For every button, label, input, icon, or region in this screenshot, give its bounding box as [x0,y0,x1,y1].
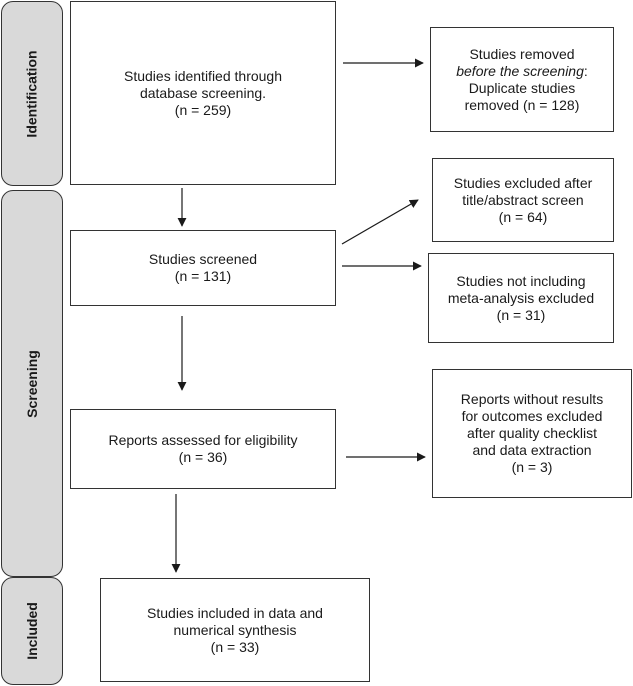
excluded-reports-line-3: after quality checklist [467,425,597,441]
removed-line-1: Studies removed [469,45,575,62]
removed-line-2-colon: : [583,62,588,79]
phase-screening: Screening [1,190,63,577]
screened-line-1: Studies screened [148,251,258,267]
excluded-meta-line-2: meta-analysis excluded [447,289,595,306]
identified-line-1: Studies identified through [124,67,282,84]
included-line-1: Studies included in data and [147,604,323,621]
assessed-count: (n = 36) [178,449,228,465]
excluded-title-abstract-box: Studies excluded after title/abstract sc… [432,158,614,242]
phase-included: Included [1,577,63,685]
excluded-title-line-2: title/abstract screen [462,191,584,208]
removed-before-box: Studies removed before the screening: Du… [430,27,614,132]
removed-line-2-italic: before the screening [456,62,584,79]
identified-box: Studies identified through database scre… [70,1,336,185]
excluded-reports-line-1: Reports without results [460,391,604,407]
screened-count: (n = 131) [174,268,232,284]
assessed-line-1: Reports assessed for eligibility [108,432,298,448]
excluded-reports-count: (n = 3) [511,459,553,475]
included-box: Studies included in data and numerical s… [100,578,370,682]
excluded-meta-count: (n = 31) [496,306,546,323]
included-line-2: numerical synthesis [173,621,297,638]
assessed-box: Reports assessed for eligibility (n = 36… [70,409,336,489]
included-count: (n = 33) [210,638,260,655]
removed-line-3: Duplicate studies [468,79,576,96]
excluded-no-meta-box: Studies not including meta-analysis excl… [428,253,614,343]
phase-identification: Identification [1,1,63,186]
excluded-title-line-1: Studies excluded after [453,174,593,191]
removed-line-2: before the screening: [456,63,588,80]
excluded-reports-line-4: and data extraction [472,442,592,458]
arrow-screened-to-excluded-title [341,199,419,245]
identified-count: (n = 259) [174,101,232,118]
excluded-reports-box: Reports without results for outcomes exc… [432,369,632,498]
excluded-reports-line-2: for outcomes excluded [461,408,603,424]
identified-line-2: database screening. [139,84,267,101]
screened-box: Studies screened (n = 131) [70,230,336,306]
removed-count: removed (n = 128) [464,96,580,113]
excluded-meta-line-1: Studies not including [456,272,586,289]
excluded-title-count: (n = 64) [498,208,548,225]
